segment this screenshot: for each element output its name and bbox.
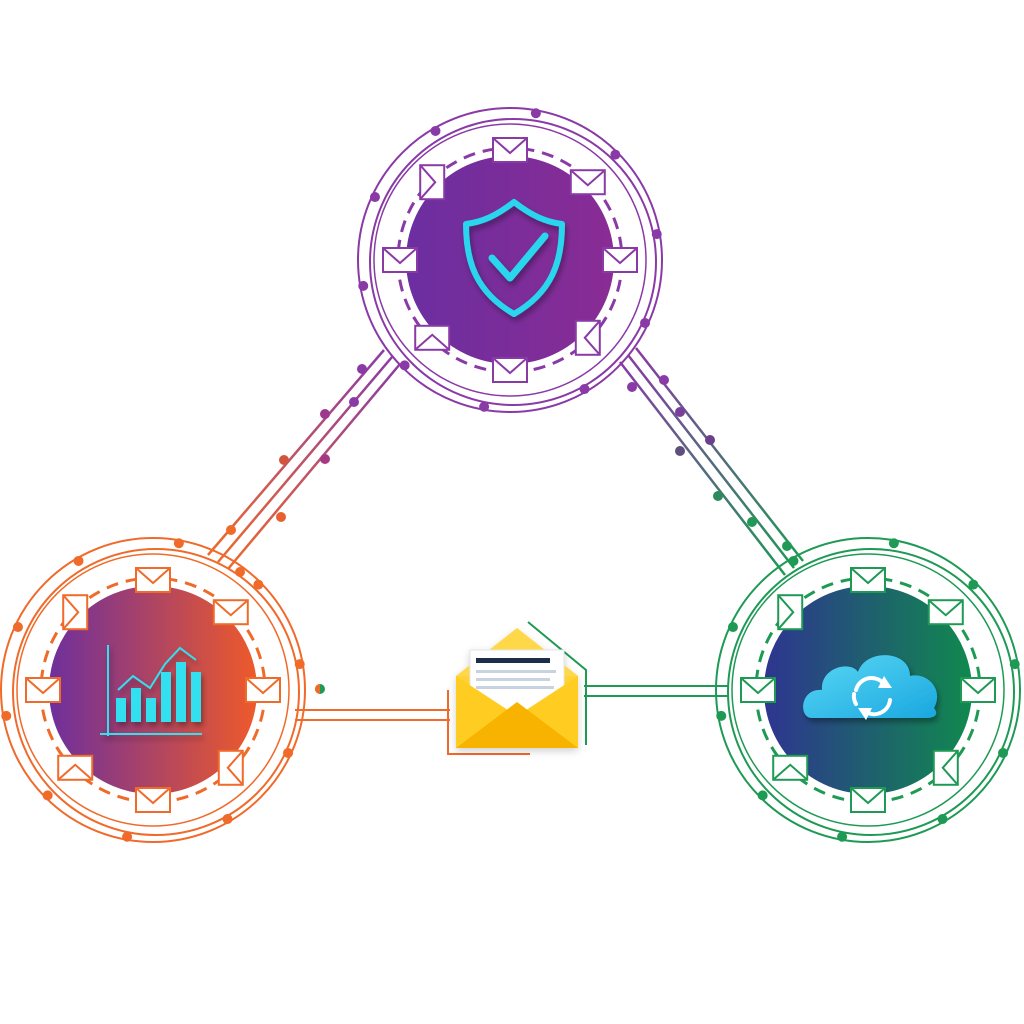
envelope-icon [602, 247, 638, 273]
envelope-icon [740, 677, 776, 703]
envelope-icon [932, 749, 959, 786]
envelope-icon [492, 137, 528, 163]
envelope-icon [574, 319, 601, 356]
envelope-icon [960, 677, 996, 703]
envelope-icon [777, 594, 804, 631]
envelope-icon [569, 169, 606, 196]
envelope-icon [135, 567, 171, 593]
envelope-icon [212, 599, 249, 626]
envelope-icon [62, 594, 89, 631]
envelope-icon [927, 599, 964, 626]
envelope-icon [419, 164, 446, 201]
open-envelope-icon [456, 628, 578, 748]
envelope-icon [57, 754, 94, 781]
envelope-icon [217, 749, 244, 786]
envelope-icon [414, 324, 451, 351]
envelope-icon [492, 357, 528, 383]
security-node [357, 107, 663, 413]
connector-analytics-hub [295, 684, 530, 755]
envelope-icon [135, 787, 171, 813]
connector-security-cloud [619, 347, 804, 576]
envelope-icon [25, 677, 61, 703]
connector-hub-cloud [527, 621, 728, 745]
envelope-icon [245, 677, 281, 703]
bar-chart-icon [100, 645, 202, 736]
connector-security-analytics [207, 349, 401, 577]
envelope-icon [382, 247, 418, 273]
envelope-icon [850, 787, 886, 813]
analytics-node [0, 537, 306, 843]
cloud-sync-icon [803, 655, 938, 720]
envelope-icon [772, 754, 809, 781]
envelope-icon [850, 567, 886, 593]
shield-check-icon [463, 199, 565, 317]
